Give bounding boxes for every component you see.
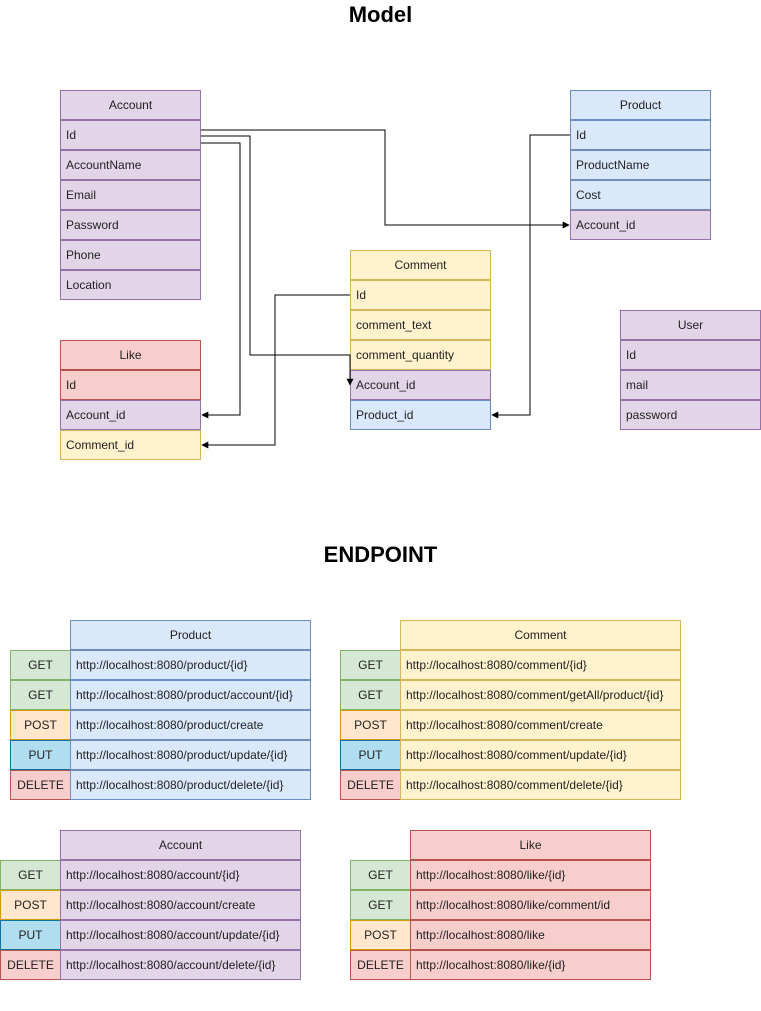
comment-field-text: comment_text: [350, 310, 491, 340]
model-title: Model: [348, 2, 413, 27]
like-get-by-comment-method: GET: [350, 890, 411, 920]
comment-field-product-id: Product_id: [350, 400, 491, 430]
product-field-productname: ProductName: [570, 150, 711, 180]
like-field-comment-id: Comment_id: [60, 430, 201, 460]
comment-put-method: PUT: [340, 740, 401, 770]
account-entity-title: Account: [60, 90, 201, 120]
product-put-url[interactable]: http://localhost:8080/product/update/{id…: [70, 740, 311, 770]
like-delete-method: DELETE: [350, 950, 411, 980]
account-get-url[interactable]: http://localhost:8080/account/{id}: [60, 860, 301, 890]
account-endpoints-header: Account: [60, 830, 301, 860]
comment-endpoints-table: Comment GET http://localhost:8080/commen…: [340, 620, 681, 801]
comment-entity-title: Comment: [350, 250, 491, 280]
like-entity-title: Like: [60, 340, 201, 370]
connector-account-like: [201, 142, 241, 419]
comment-field-account-id: Account_id: [350, 370, 491, 400]
account-field-password: Password: [60, 210, 201, 240]
product-field-cost: Cost: [570, 180, 711, 210]
product-put-method: PUT: [10, 740, 71, 770]
account-field-location: Location: [60, 270, 201, 300]
user-entity-title: User: [620, 310, 761, 340]
like-endpoints-header: Like: [410, 830, 651, 860]
connector-product-comment: [491, 134, 570, 419]
comment-field-id: Id: [350, 280, 491, 310]
like-get-method: GET: [350, 860, 411, 890]
account-field-accountname: AccountName: [60, 150, 201, 180]
product-get-method: GET: [10, 650, 71, 680]
connector-account-comment: [201, 135, 354, 386]
product-endpoints-header: Product: [70, 620, 311, 650]
like-endpoints-table: Like GET http://localhost:8080/like/{id}…: [350, 830, 651, 981]
product-post-url[interactable]: http://localhost:8080/product/create: [70, 710, 311, 740]
endpoint-title: ENDPOINT: [323, 542, 438, 567]
like-post-url[interactable]: http://localhost:8080/like: [410, 920, 651, 950]
comment-delete-method: DELETE: [340, 770, 401, 800]
comment-field-quantity: comment_quantity: [350, 340, 491, 370]
comment-get-all-url[interactable]: http://localhost:8080/comment/getAll/pro…: [400, 680, 681, 710]
like-field-id: Id: [60, 370, 201, 400]
account-field-id: Id: [60, 120, 201, 150]
comment-get-method: GET: [340, 650, 401, 680]
comment-get-url[interactable]: http://localhost:8080/comment/{id}: [400, 650, 681, 680]
product-entity-title: Product: [570, 90, 711, 120]
like-post-method: POST: [350, 920, 411, 950]
account-put-method: PUT: [0, 920, 61, 950]
connector-comment-like: [201, 294, 350, 449]
connector-account-product: [201, 129, 570, 229]
account-field-email: Email: [60, 180, 201, 210]
account-post-url[interactable]: http://localhost:8080/account/create: [60, 890, 301, 920]
user-field-mail: mail: [620, 370, 761, 400]
account-endpoints-table: Account GET http://localhost:8080/accoun…: [0, 830, 301, 981]
account-delete-method: DELETE: [0, 950, 61, 980]
product-field-id: Id: [570, 120, 711, 150]
comment-put-url[interactable]: http://localhost:8080/comment/update/{id…: [400, 740, 681, 770]
product-get-url[interactable]: http://localhost:8080/product/{id}: [70, 650, 311, 680]
product-delete-method: DELETE: [10, 770, 71, 800]
comment-post-url[interactable]: http://localhost:8080/comment/create: [400, 710, 681, 740]
comment-delete-url[interactable]: http://localhost:8080/comment/delete/{id…: [400, 770, 681, 800]
comment-endpoints-header: Comment: [400, 620, 681, 650]
like-delete-url[interactable]: http://localhost:8080/like/{id}: [410, 950, 651, 980]
product-post-method: POST: [10, 710, 71, 740]
like-field-account-id: Account_id: [60, 400, 201, 430]
product-get-by-account-url[interactable]: http://localhost:8080/product/account/{i…: [70, 680, 311, 710]
product-field-account-id: Account_id: [570, 210, 711, 240]
product-endpoints-table: Product GET http://localhost:8080/produc…: [10, 620, 311, 801]
user-field-id: Id: [620, 340, 761, 370]
user-field-password: password: [620, 400, 761, 430]
like-get-url[interactable]: http://localhost:8080/like/{id}: [410, 860, 651, 890]
account-field-phone: Phone: [60, 240, 201, 270]
account-post-method: POST: [0, 890, 61, 920]
product-get-by-account-method: GET: [10, 680, 71, 710]
account-get-method: GET: [0, 860, 61, 890]
comment-post-method: POST: [340, 710, 401, 740]
account-delete-url[interactable]: http://localhost:8080/account/delete/{id…: [60, 950, 301, 980]
product-delete-url[interactable]: http://localhost:8080/product/delete/{id…: [70, 770, 311, 800]
comment-get-all-method: GET: [340, 680, 401, 710]
like-get-by-comment-url[interactable]: http://localhost:8080/like/comment/id: [410, 890, 651, 920]
account-put-url[interactable]: http://localhost:8080/account/update/{id…: [60, 920, 301, 950]
